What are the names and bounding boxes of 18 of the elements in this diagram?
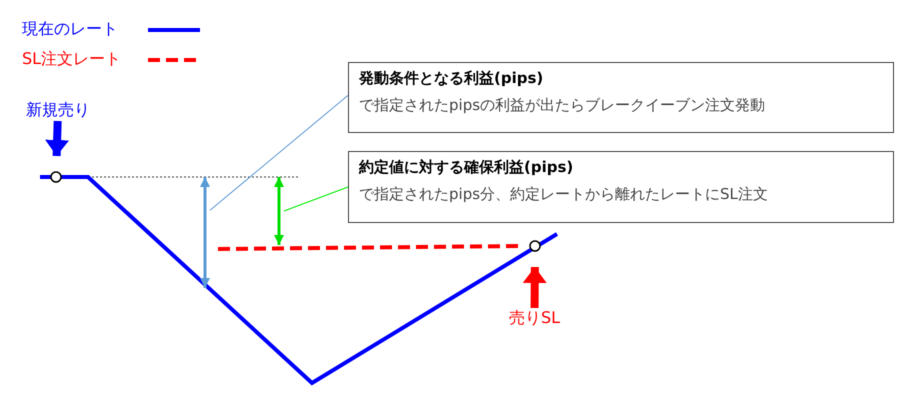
leader-line bbox=[210, 94, 348, 211]
callout-box bbox=[348, 62, 894, 133]
leader-line bbox=[284, 186, 348, 212]
callout-box bbox=[348, 151, 894, 223]
double-arrow bbox=[200, 177, 210, 288]
callout-text: で指定されたpipsの利益が出たらブレークイーブン注文発動 bbox=[359, 96, 766, 115]
arrow bbox=[45, 120, 70, 156]
arrow bbox=[522, 266, 547, 308]
double-arrow bbox=[274, 177, 284, 245]
callout-heading: 約定値に対する確保利益(pips) bbox=[359, 158, 574, 177]
order-label: 売りSL bbox=[505, 308, 564, 329]
legend-label: 現在のレート bbox=[22, 19, 118, 40]
rate-point bbox=[529, 240, 541, 252]
order-label: 新規売り bbox=[22, 100, 94, 121]
callout-heading: 発動条件となる利益(pips) bbox=[359, 69, 544, 88]
rate-point bbox=[50, 171, 62, 183]
callout-text: で指定されたpips分、約定レートから離れたレートにSL注文 bbox=[359, 185, 769, 204]
legend-label: SL注文レート bbox=[22, 49, 122, 70]
